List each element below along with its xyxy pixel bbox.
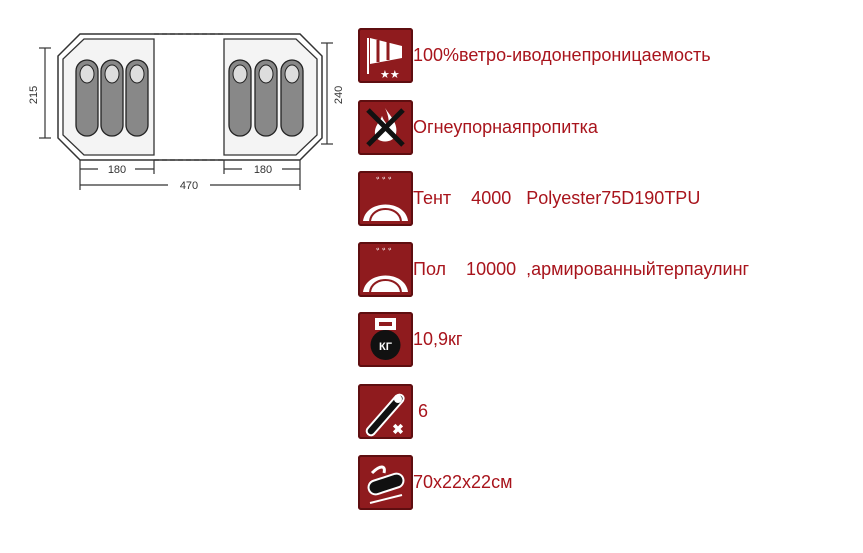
spec-text: Огнеупорнаяпропитка	[413, 117, 598, 137]
spec-text: 10,9кг	[413, 329, 463, 349]
spec-row-floor: ﾞﾞﾞ Пол 10000 ,армированныйтерпаулинг	[358, 242, 749, 297]
spec-row-fire: Огнеупорнаяпропитка	[358, 100, 598, 155]
svg-text:ﾞﾞﾞ: ﾞﾞﾞ	[376, 176, 394, 190]
left-width-label: 180	[108, 164, 126, 176]
height-dimension-left	[39, 47, 51, 139]
spec-row-fly: ﾞﾞﾞ Тент 4000 Polyester75D190TPU	[358, 171, 700, 226]
carry-bag-icon	[358, 455, 413, 510]
spec-text: 6	[413, 401, 429, 421]
width-dimensions	[79, 160, 301, 190]
svg-text:ﾞﾞﾞ: ﾞﾞﾞ	[376, 247, 394, 261]
spec-text: Тент 4000 Polyester75D190TPU	[413, 188, 701, 208]
height-dimension-right	[321, 42, 333, 145]
windsock-stars-icon: ★★	[358, 28, 413, 83]
tent-floor-plan: 215 240 180 180 470	[28, 33, 345, 192]
tent-rain-icon: ﾞﾞﾞ	[358, 171, 413, 226]
floor-rain-icon: ﾞﾞﾞ	[358, 242, 413, 297]
vestibule	[154, 33, 224, 161]
spec-text: 70x22x22см	[413, 472, 513, 492]
height-label-right: 240	[333, 86, 345, 104]
weight-unit-label: КГ	[379, 341, 393, 353]
spec-row-waterproof: ★★ 100%ветро-иводонепроницаемость	[358, 28, 711, 83]
total-width-label: 470	[180, 180, 198, 192]
spec-row-weight: КГ 10,9кг	[358, 312, 462, 367]
sleeping-bag-icon: ✖	[358, 384, 413, 439]
spec-row-pack-size: 70x22x22см	[358, 455, 512, 510]
kettlebell-icon: КГ	[358, 312, 413, 367]
svg-text:✖: ✖	[392, 421, 404, 437]
no-fire-icon	[358, 100, 413, 155]
spec-text: Пол 10000 ,армированныйтерпаулинг	[413, 259, 750, 279]
sleepers-left	[75, 59, 149, 137]
svg-text:★★: ★★	[380, 69, 400, 81]
height-label-left: 215	[28, 86, 40, 104]
spec-row-capacity: ✖ 6	[358, 384, 428, 439]
spec-text: 100%ветро-иводонепроницаемость	[413, 45, 711, 65]
right-width-label: 180	[254, 164, 272, 176]
sleepers-right	[228, 59, 304, 137]
